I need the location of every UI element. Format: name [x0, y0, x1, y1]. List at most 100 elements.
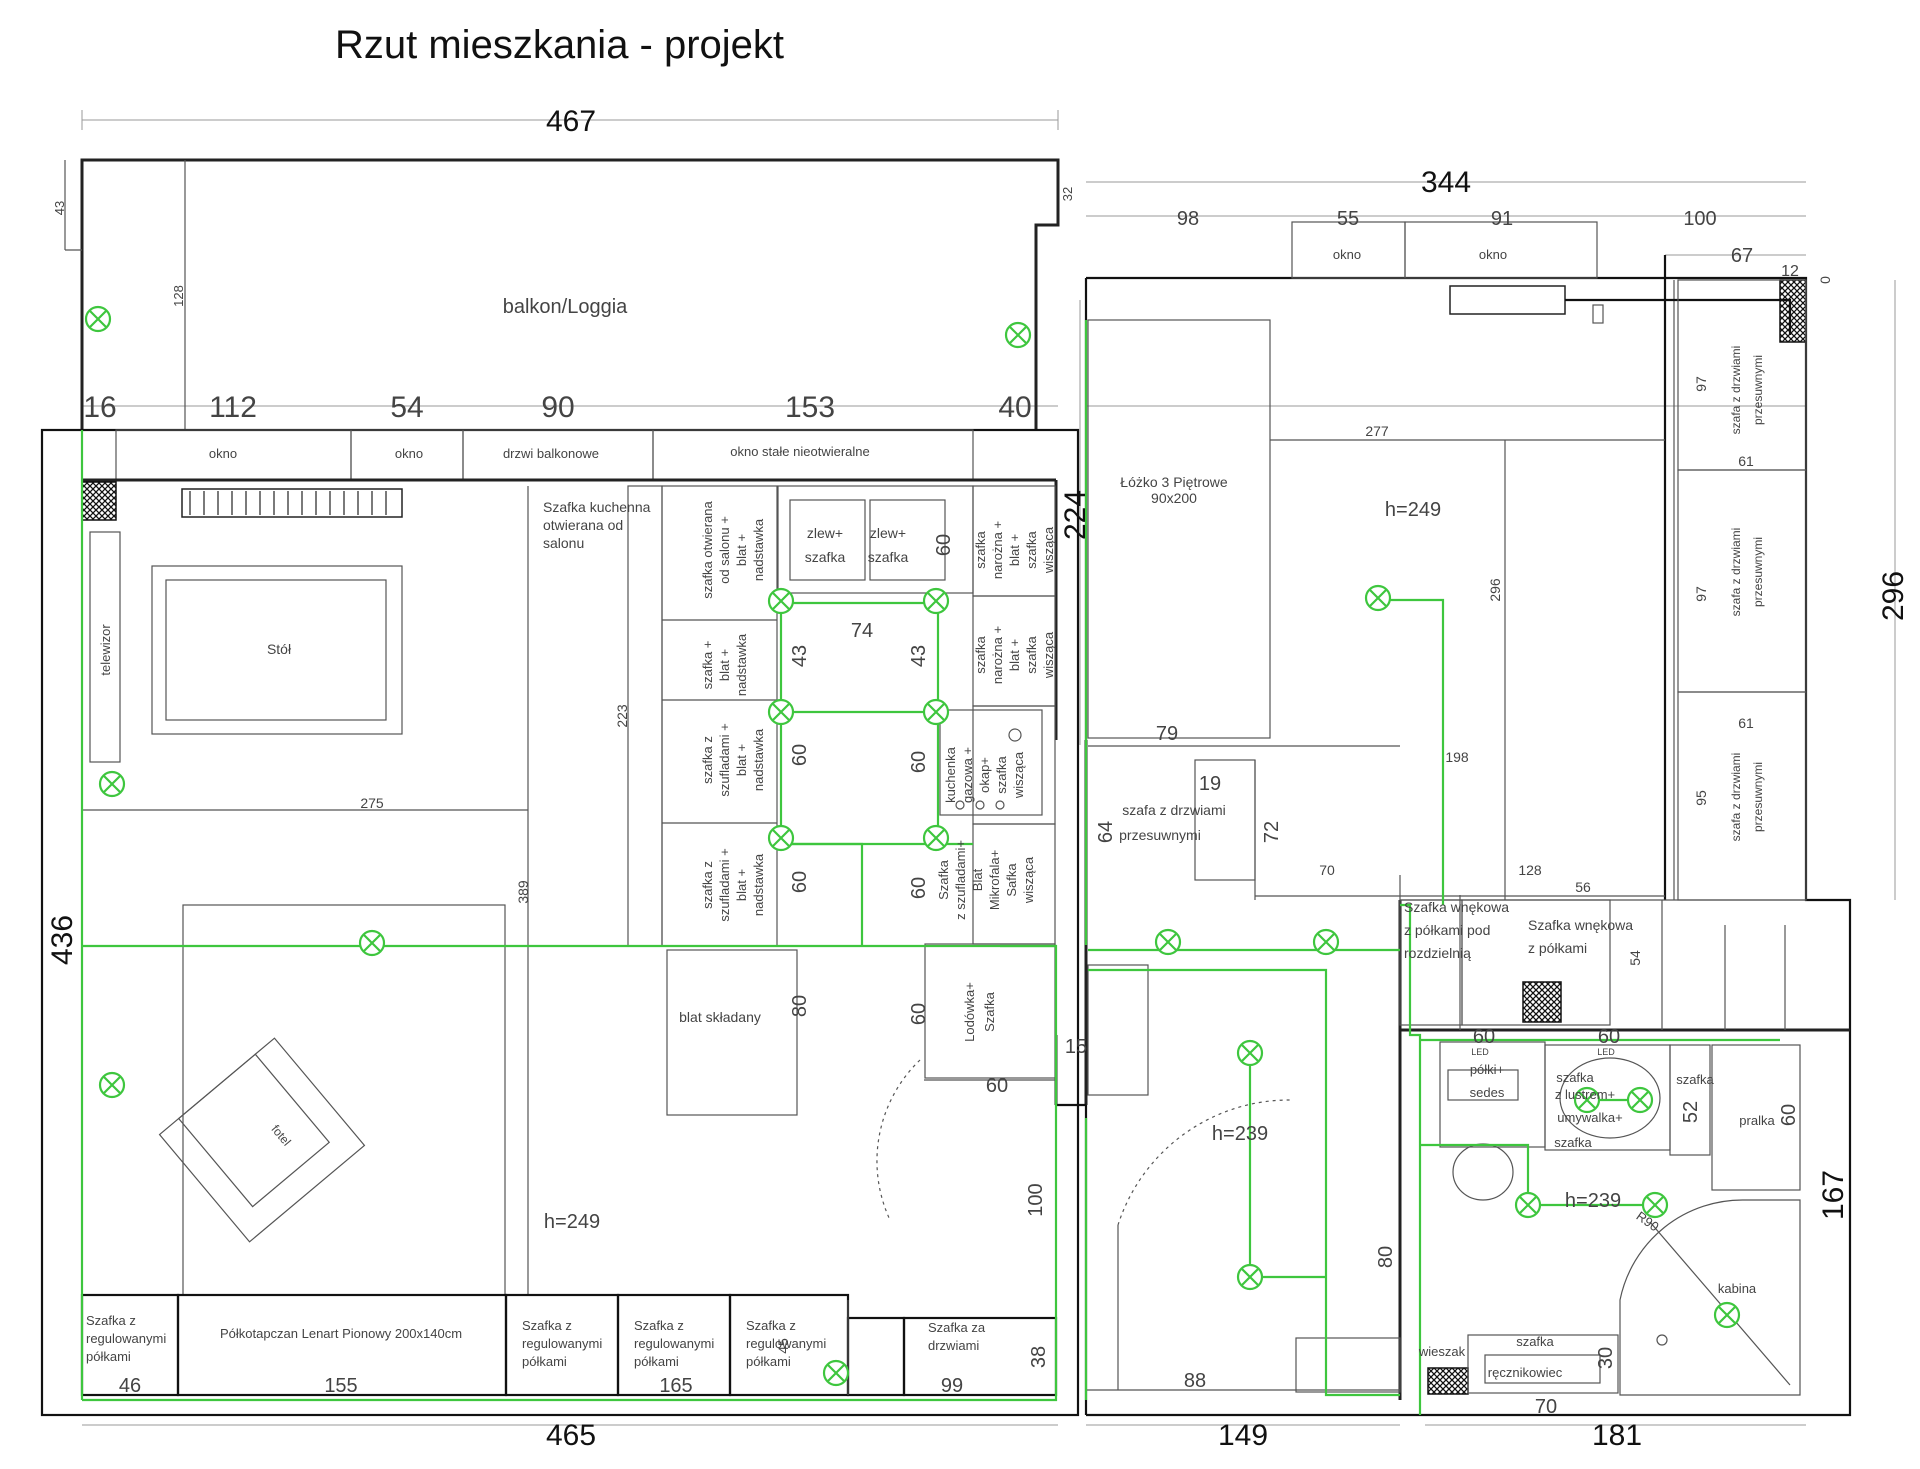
- svg-text:Szafka: Szafka: [936, 859, 951, 900]
- major-dimensions: 467 344 465 149 181 436 296 167 224: [46, 105, 1910, 1452]
- svg-text:szafka: szafka: [1516, 1334, 1554, 1349]
- svg-text:70: 70: [1535, 1396, 1557, 1418]
- svg-text:szafa z drzwiami: szafa z drzwiami: [1729, 528, 1743, 617]
- svg-text:szafka: szafka: [1556, 1070, 1594, 1085]
- svg-text:okno: okno: [209, 446, 237, 461]
- svg-text:regulowanymi: regulowanymi: [522, 1336, 602, 1351]
- svg-text:43: 43: [789, 645, 811, 667]
- svg-text:54: 54: [390, 391, 423, 424]
- svg-text:szafka: szafka: [1554, 1135, 1592, 1150]
- svg-text:60: 60: [1598, 1026, 1620, 1048]
- svg-text:90x200: 90x200: [1151, 490, 1197, 506]
- dim-224: 224: [1059, 490, 1092, 540]
- column-hatch-living: [81, 481, 117, 521]
- svg-text:h=239: h=239: [1212, 1123, 1268, 1145]
- svg-text:zlew+: zlew+: [870, 525, 906, 541]
- svg-text:półkami: półkami: [634, 1354, 679, 1369]
- svg-text:60: 60: [908, 1003, 930, 1025]
- svg-text:19: 19: [1199, 773, 1221, 795]
- svg-text:okap+: okap+: [977, 757, 992, 793]
- dim-344: 344: [1421, 166, 1471, 199]
- svg-text:277: 277: [1365, 423, 1389, 439]
- svg-text:64: 64: [1095, 821, 1117, 843]
- svg-text:165: 165: [659, 1375, 692, 1397]
- tv-label: telewizor: [98, 624, 113, 676]
- svg-text:okno: okno: [1333, 247, 1361, 262]
- svg-text:61: 61: [1738, 453, 1754, 469]
- svg-text:45: 45: [775, 1338, 791, 1354]
- svg-text:przesuwnymi: przesuwnymi: [1119, 827, 1201, 843]
- svg-text:97: 97: [1693, 376, 1709, 392]
- svg-text:z półkami pod: z półkami pod: [1404, 922, 1490, 938]
- svg-text:nadstawka: nadstawka: [734, 633, 749, 696]
- svg-text:blat +: blat +: [1007, 534, 1022, 566]
- svg-text:91: 91: [1491, 208, 1513, 230]
- svg-text:100: 100: [1683, 208, 1716, 230]
- svg-text:67: 67: [1731, 245, 1753, 267]
- svg-text:szafka: szafka: [973, 635, 988, 673]
- svg-text:30: 30: [1595, 1347, 1617, 1369]
- svg-text:szafka z: szafka z: [700, 736, 715, 784]
- svg-text:60: 60: [986, 1075, 1008, 1097]
- svg-text:74: 74: [851, 620, 873, 642]
- svg-text:40: 40: [998, 391, 1031, 424]
- svg-text:blat +: blat +: [717, 649, 732, 681]
- balcony: [64, 158, 1060, 430]
- dim-167: 167: [1817, 1170, 1850, 1220]
- svg-text:szafka: szafka: [1676, 1072, 1714, 1087]
- svg-text:nadstawka: nadstawka: [751, 728, 766, 791]
- svg-text:wieszak: wieszak: [1418, 1344, 1466, 1359]
- svg-text:90: 90: [541, 391, 574, 424]
- svg-text:przesuwnymi: przesuwnymi: [1751, 762, 1765, 832]
- svg-text:88: 88: [1184, 1370, 1206, 1392]
- column-hatch-bath: [1427, 1367, 1469, 1395]
- plan-title: Rzut mieszkania - projekt: [335, 23, 784, 67]
- wall-bed-label: Półkotapczan Lenart Pionowy 200x140cm: [220, 1326, 462, 1341]
- svg-text:97: 97: [1693, 586, 1709, 602]
- svg-text:0: 0: [1817, 276, 1833, 284]
- svg-text:szafka: szafka: [1024, 635, 1039, 673]
- hall-bath-furniture: [1086, 964, 1801, 1396]
- svg-text:gazowa +: gazowa +: [960, 747, 975, 803]
- svg-text:blat składany: blat składany: [679, 1009, 761, 1025]
- svg-text:szafka otwierana: szafka otwierana: [700, 500, 715, 598]
- svg-text:Szafka z: Szafka z: [746, 1318, 796, 1333]
- svg-text:60: 60: [908, 751, 930, 773]
- svg-text:szafa z drzwiami: szafa z drzwiami: [1729, 753, 1743, 842]
- svg-text:szufladami +: szufladami +: [717, 723, 732, 796]
- svg-text:szafka z: szafka z: [700, 861, 715, 909]
- svg-text:46: 46: [119, 1375, 141, 1397]
- svg-text:wisząca: wisząca: [1041, 526, 1056, 574]
- bed-label: Łóżko 3 Piętrowe: [1120, 474, 1228, 490]
- svg-text:szafa z drzwiami: szafa z drzwiami: [1122, 802, 1225, 818]
- table-label: Stół: [267, 641, 292, 657]
- minor-dimensions: 277 296 198 79 19 64 72 70 128 56 54 97 …: [119, 376, 1800, 1418]
- svg-text:narożna +: narożna +: [990, 521, 1005, 579]
- outer-walls: [40, 221, 1852, 1417]
- svg-text:nadstawka: nadstawka: [751, 853, 766, 916]
- svg-text:54: 54: [1627, 950, 1643, 966]
- svg-text:Szafka z: Szafka z: [522, 1318, 572, 1333]
- radiator-pipe: [1565, 298, 1792, 335]
- svg-text:LED: LED: [1471, 1047, 1489, 1057]
- svg-text:Blat: Blat: [970, 868, 985, 891]
- svg-text:70: 70: [1319, 862, 1335, 878]
- svg-text:regulowanymi: regulowanymi: [86, 1331, 166, 1346]
- svg-text:okno: okno: [1479, 247, 1507, 262]
- svg-text:128: 128: [1518, 862, 1542, 878]
- svg-text:szafka: szafka: [973, 530, 988, 568]
- svg-text:wisząca: wisząca: [1041, 631, 1056, 679]
- svg-text:półkami: półkami: [86, 1349, 131, 1364]
- svg-text:z szufladami+: z szufladami+: [953, 840, 968, 920]
- svg-text:389: 389: [515, 880, 531, 904]
- radiator-bedroom: [1449, 285, 1566, 315]
- svg-text:wisząca: wisząca: [1021, 856, 1036, 904]
- svg-text:półkami: półkami: [746, 1354, 791, 1369]
- svg-text:Mikrofala+: Mikrofala+: [987, 850, 1002, 910]
- dim-181: 181: [1592, 1419, 1642, 1452]
- svg-text:szufladami +: szufladami +: [717, 848, 732, 921]
- svg-text:nadstawka: nadstawka: [751, 518, 766, 581]
- svg-text:szafka: szafka: [805, 549, 846, 565]
